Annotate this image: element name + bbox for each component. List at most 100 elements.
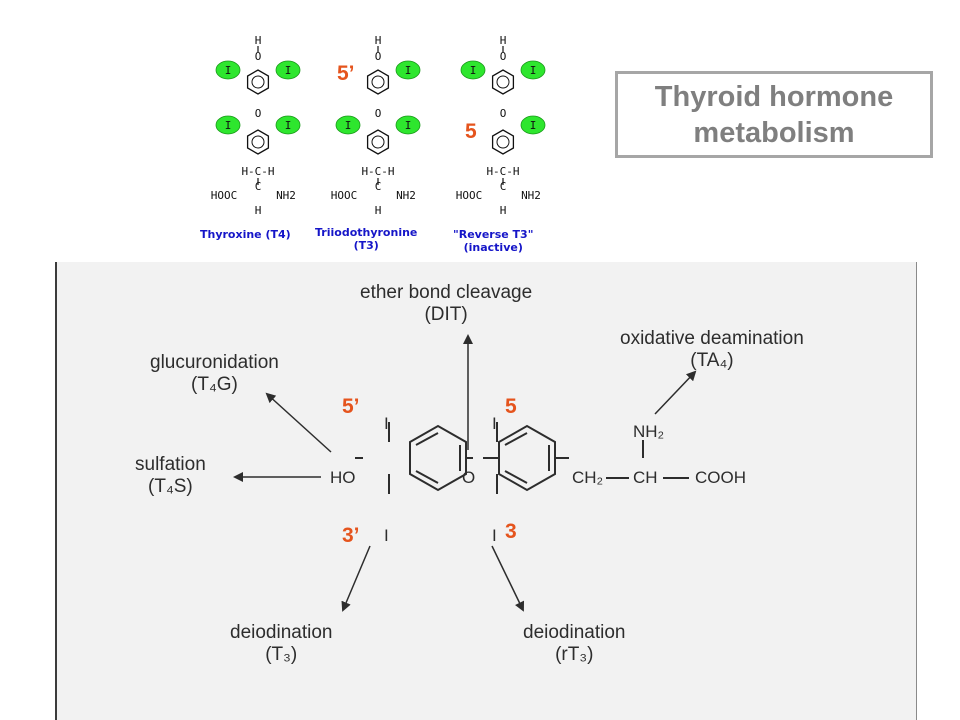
marker-5-prime: 5’	[342, 395, 360, 418]
deiod-left-line2: (T₃)	[265, 644, 298, 665]
rt3-lower-ring-aromatic	[496, 135, 510, 149]
t4-upper-ring	[246, 69, 270, 95]
sulfation-line1: sulfation	[135, 454, 206, 475]
title-line-1: Thyroid hormone	[654, 80, 894, 113]
deiod-left-line1: deiodination	[230, 622, 333, 643]
rt3-lower-ring	[491, 129, 515, 155]
t4-iodine-ul	[215, 60, 241, 80]
rt3-iodine-ur-label: I	[530, 64, 537, 77]
marker-t3-5prime: 5’	[337, 62, 355, 85]
rt3-o-top: O	[500, 50, 507, 63]
t4-h-bottom: H	[255, 204, 262, 217]
title-box: Thyroid hormone metabolism	[615, 71, 933, 158]
t3-h-top: H	[375, 34, 382, 47]
rt3-hooc: HOOC	[456, 189, 483, 202]
t3-h-bottom: H	[375, 204, 382, 217]
t3-hch: H-C-H	[361, 165, 394, 178]
caption-thyroxine: Thyroxine (T4)	[200, 228, 291, 241]
atom-cooh: COOH	[695, 468, 746, 487]
arrow-deiod-left	[341, 545, 371, 612]
label-sulfation: sulfation (T₄S)	[135, 454, 206, 498]
t4-nh2: NH2	[276, 189, 296, 202]
t3-lower-ring-aromatic	[371, 135, 385, 149]
rt3-iodine-lr-label: I	[530, 119, 537, 132]
label-oxidative-deamination: oxidative deamination (TA₄)	[620, 328, 804, 372]
rt3-upper-ring-aromatic	[496, 75, 510, 89]
marker-3-prime: 3’	[342, 524, 360, 547]
t3-upper-ring-aromatic	[371, 75, 385, 89]
caption-triiodothyronine: Triiodothyronine (T3)	[315, 226, 417, 252]
t3-iodine-ur	[395, 60, 421, 80]
t3-iodine-lr	[395, 115, 421, 135]
atom-iodine-5: I	[492, 414, 497, 433]
deiod-right-line2: (rT₃)	[555, 644, 594, 665]
t4-lower-ring	[246, 129, 270, 155]
t4-o-top: O	[255, 50, 262, 63]
t4-h-top: H	[255, 34, 262, 47]
t4-iodine-ur	[275, 60, 301, 80]
marker-3: 3	[505, 520, 517, 543]
rt3-c-alpha: C	[500, 180, 507, 193]
t4-hooc: HOOC	[211, 189, 238, 202]
glucuronidation-line1: glucuronidation	[150, 352, 279, 373]
atom-iodine-3: I	[492, 526, 497, 545]
t4-iodine-ll-label: I	[225, 119, 232, 132]
oxidative-line2: (TA₄)	[690, 350, 734, 371]
arrow-oxidative	[654, 370, 697, 415]
t3-hooc: HOOC	[331, 189, 358, 202]
marker-5: 5	[505, 395, 517, 418]
caption-t3-line1: Triiodothyronine	[315, 226, 418, 239]
rt3-iodine-ul-label: I	[470, 64, 477, 77]
caption-rt3-line2: (inactive)	[463, 241, 523, 254]
atom-iodine-3prime: I	[384, 526, 389, 545]
t3-o-ether: O	[375, 107, 382, 120]
t3-lower-ring	[366, 129, 390, 155]
rt3-iodine-ur	[520, 60, 546, 80]
rt3-nh2: NH2	[521, 189, 541, 202]
deiod-right-line1: deiodination	[523, 622, 626, 643]
t3-upper-ring	[366, 69, 390, 95]
atom-ch2: CH₂	[572, 468, 604, 487]
atom-iodine-5prime: I	[384, 414, 389, 433]
atom-ether-o: O	[462, 468, 476, 487]
t3-c-alpha: C	[375, 180, 382, 193]
rt3-o-ether: O	[500, 107, 507, 120]
title-line-2: metabolism	[693, 116, 855, 149]
t3-iodine-ll	[335, 115, 361, 135]
left-ring	[409, 424, 467, 492]
rt3-iodine-ul	[460, 60, 486, 80]
t4-iodine-ur-label: I	[285, 64, 292, 77]
caption-rt3-line1: "Reverse T3"	[453, 228, 534, 241]
atom-nh2: NH₂	[633, 422, 665, 441]
label-ether-bond-cleavage: ether bond cleavage (DIT)	[360, 282, 532, 326]
label-deiodination-rt3: deiodination (rT₃)	[523, 622, 625, 666]
t4-iodine-lr	[275, 115, 301, 135]
marker-rt3-5: 5	[465, 120, 477, 143]
oxidative-line1: oxidative deamination	[620, 328, 804, 349]
t3-iodine-lr-label: I	[405, 119, 412, 132]
rt3-h-top: H	[500, 34, 507, 47]
label-glucuronidation: glucuronidation (T₄G)	[150, 352, 279, 396]
t4-c-alpha: C	[255, 180, 262, 193]
t4-lower-ring-aromatic	[251, 135, 265, 149]
sulfation-line2: (T₄S)	[148, 476, 193, 497]
arrow-deiod-right	[491, 545, 525, 612]
caption-thyroxine-text: Thyroxine (T4)	[200, 228, 291, 241]
t4-iodine-ll	[215, 115, 241, 135]
label-deiodination-t3: deiodination (T₃)	[230, 622, 332, 666]
ether-line1: ether bond cleavage	[360, 282, 533, 303]
t3-nh2: NH2	[396, 189, 416, 202]
t4-iodine-lr-label: I	[285, 119, 292, 132]
t3-iodine-ur-label: I	[405, 64, 412, 77]
atom-ch: CH	[633, 468, 658, 487]
t4-hch: H-C-H	[241, 165, 274, 178]
t4-o-ether: O	[255, 107, 262, 120]
t4-upper-ring-aromatic	[251, 75, 265, 89]
rt3-upper-ring	[491, 69, 515, 95]
caption-reverse-t3: "Reverse T3" (inactive)	[453, 228, 533, 254]
t4-iodine-ul-label: I	[225, 64, 232, 77]
metabolism-panel: ether bond cleavage (DIT) glucuronidatio…	[55, 262, 917, 720]
atom-ho: HO	[330, 468, 356, 487]
